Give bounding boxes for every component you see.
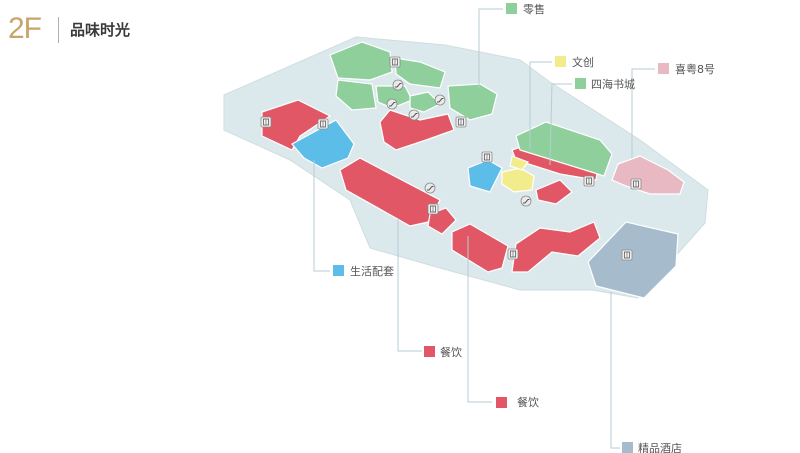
floor-badge: 2F xyxy=(8,12,42,45)
elevator-icon xyxy=(481,151,493,163)
legend-cultural: 文创 xyxy=(555,55,594,69)
zone-bookstore[interactable] xyxy=(515,121,613,177)
escalator-icon xyxy=(434,94,446,106)
elevator-icon xyxy=(621,249,633,261)
elevator-icon xyxy=(455,116,467,128)
zone-cultural[interactable] xyxy=(501,155,535,193)
elevator-icon xyxy=(507,248,519,260)
legend-xiyue-label: 喜粤8号 xyxy=(675,62,715,76)
elevator-icon xyxy=(260,116,272,128)
legend-retail: 零售 xyxy=(506,2,545,16)
legend-dining-2: 餐饮 xyxy=(496,395,539,409)
escalator-icon xyxy=(392,79,404,91)
legend-retail-label: 零售 xyxy=(523,2,545,16)
legend-life-services: 生活配套 xyxy=(333,264,394,278)
legend-dining-2-label: 餐饮 xyxy=(517,395,539,409)
legend-bookstore: 四海书城 xyxy=(575,77,635,91)
title-divider xyxy=(58,17,59,43)
escalator-icon xyxy=(520,195,532,207)
legend-dining-1-label: 餐饮 xyxy=(440,345,462,359)
zone-life-services[interactable] xyxy=(291,119,503,193)
escalator-icon xyxy=(386,98,398,110)
elevator-icon xyxy=(389,56,401,68)
legend-xiyue: 喜粤8号 xyxy=(658,62,715,76)
elevator-icon xyxy=(630,178,642,190)
legend-hotel-label: 精品酒店 xyxy=(638,441,682,453)
escalator-icon xyxy=(424,182,436,194)
zone-xiyue[interactable] xyxy=(611,155,685,195)
escalator-icon xyxy=(408,109,420,121)
elevator-icon xyxy=(317,118,329,130)
legend-life-services-label: 生活配套 xyxy=(350,264,394,278)
legend-bookstore-label: 四海书城 xyxy=(591,77,635,91)
elevator-icon xyxy=(427,203,439,215)
zone-hotel[interactable] xyxy=(587,221,679,299)
zone-retail[interactable] xyxy=(329,41,498,121)
legend-hotel: 精品酒店 xyxy=(622,441,682,453)
elevator-icon xyxy=(583,175,595,187)
leader-lines xyxy=(313,8,655,449)
legend-cultural-label: 文创 xyxy=(572,55,594,69)
legend-dining-1: 餐饮 xyxy=(424,345,462,359)
floor-title: 品味时光 xyxy=(70,21,131,39)
